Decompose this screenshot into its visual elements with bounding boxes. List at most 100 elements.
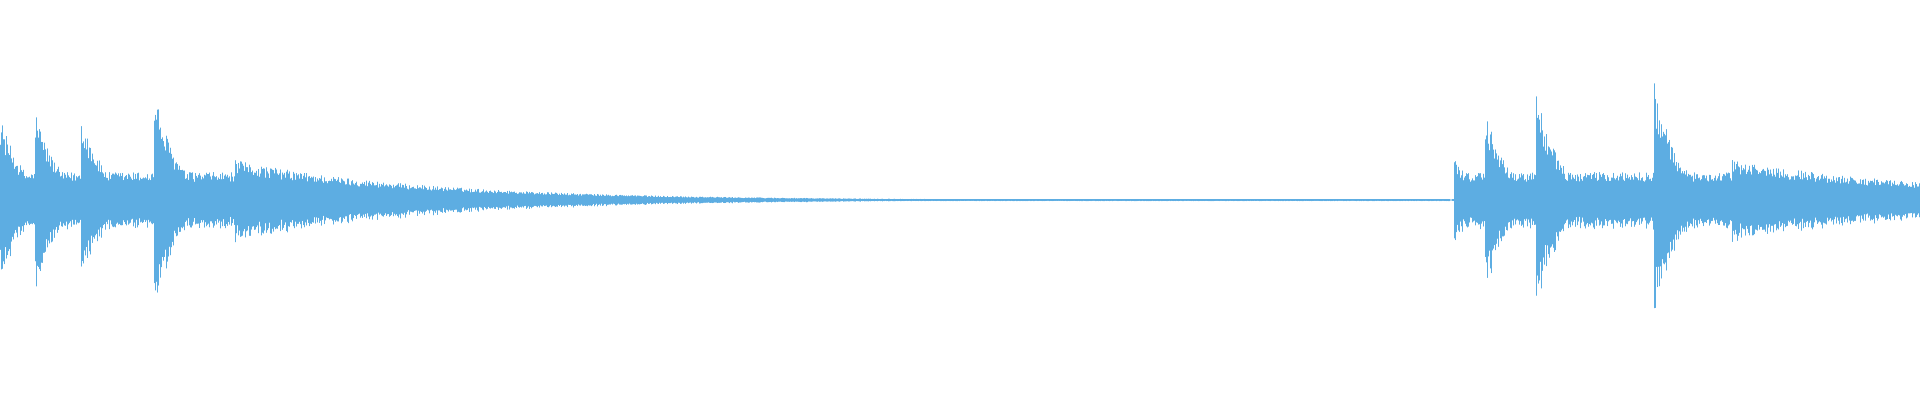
waveform-sample — [1139, 199, 1140, 201]
waveform-sample — [1366, 199, 1367, 202]
waveform-sample — [1434, 199, 1435, 201]
waveform-sample — [205, 175, 206, 223]
waveform-sample — [335, 179, 336, 222]
waveform-sample — [527, 191, 528, 208]
waveform-sample — [506, 192, 507, 207]
waveform-sample — [801, 198, 802, 203]
waveform-sample — [1410, 199, 1411, 201]
waveform-sample — [1887, 180, 1888, 220]
waveform-sample — [1584, 175, 1585, 227]
waveform-sample — [1855, 180, 1856, 221]
waveform-sample — [1011, 199, 1012, 201]
waveform-sample — [834, 198, 835, 202]
waveform-sample — [311, 176, 312, 224]
waveform-sample — [1514, 180, 1515, 219]
waveform-sample — [51, 156, 52, 243]
waveform-sample — [745, 197, 746, 203]
waveform-sample — [376, 185, 377, 214]
waveform-sample — [670, 196, 671, 204]
waveform-sample — [1473, 180, 1474, 222]
waveform-sample — [1650, 178, 1651, 221]
waveform-sample — [284, 172, 285, 225]
waveform-sample — [860, 198, 861, 202]
waveform-sample — [68, 175, 69, 225]
waveform-sample — [577, 194, 578, 207]
waveform-sample — [161, 138, 162, 268]
waveform-sample — [1128, 199, 1129, 202]
waveform-sample — [446, 189, 447, 210]
waveform-sample — [1148, 199, 1149, 202]
waveform-sample — [1471, 180, 1472, 218]
waveform-sample — [509, 190, 510, 210]
waveform-sample — [1164, 199, 1165, 202]
waveform-sample — [1050, 199, 1051, 201]
waveform-sample — [1320, 199, 1321, 202]
waveform-sample — [1439, 199, 1440, 202]
waveform-sample — [1202, 199, 1203, 202]
waveform-sample — [1685, 174, 1686, 227]
waveform-sample — [1619, 176, 1620, 223]
waveform-sample — [250, 167, 251, 236]
waveform-sample — [12, 162, 13, 237]
waveform-sample — [560, 194, 561, 205]
waveform-sample — [1357, 199, 1358, 201]
waveform-sample — [756, 197, 757, 203]
waveform-sample — [842, 198, 843, 202]
waveform-sample — [410, 188, 411, 212]
waveform-sample — [1733, 171, 1734, 231]
waveform-sample — [849, 198, 850, 202]
waveform-sample — [1064, 199, 1065, 202]
waveform-sample — [1255, 199, 1256, 202]
waveform-sample — [116, 173, 117, 224]
waveform-sample — [90, 147, 91, 255]
waveform-sample — [1107, 199, 1108, 201]
waveform-sample — [715, 197, 716, 203]
waveform-sample — [1875, 185, 1876, 216]
waveform-sample — [1218, 199, 1219, 201]
waveform-sample — [1548, 146, 1549, 255]
waveform-sample — [927, 199, 928, 202]
waveform-sample — [1071, 199, 1072, 202]
waveform-sample — [724, 196, 725, 204]
waveform-sample — [1842, 175, 1843, 226]
waveform-sample — [53, 171, 54, 230]
waveform-sample — [1222, 199, 1223, 201]
waveform-sample — [1751, 174, 1752, 226]
waveform-sample — [1767, 167, 1768, 234]
waveform-sample — [964, 199, 965, 201]
waveform-sample — [26, 176, 27, 226]
waveform-sample — [956, 199, 957, 202]
waveform-sample — [1296, 199, 1297, 202]
waveform-sample — [1299, 199, 1300, 202]
waveform-sample — [753, 197, 754, 203]
waveform-sample — [995, 199, 996, 202]
waveform-sample — [394, 187, 395, 214]
waveform-sample — [1712, 179, 1713, 221]
waveform-sample — [1315, 199, 1316, 201]
waveform-sample — [1120, 199, 1121, 201]
waveform-sample — [353, 183, 354, 219]
waveform-sample — [1256, 199, 1257, 201]
waveform-sample — [916, 198, 917, 202]
waveform-sample — [1149, 199, 1150, 202]
waveform-sample — [1021, 199, 1022, 201]
waveform-sample — [291, 177, 292, 223]
waveform-sample — [1871, 180, 1872, 220]
waveform-sample — [1551, 151, 1552, 247]
waveform-sample — [1643, 180, 1644, 218]
waveform-sample — [361, 183, 362, 217]
waveform-sample — [985, 199, 986, 201]
waveform-sample — [1804, 177, 1805, 223]
waveform-sample — [1474, 180, 1475, 221]
waveform-sample — [728, 197, 729, 203]
waveform-sample — [1138, 199, 1139, 201]
waveform-sample — [81, 126, 82, 267]
waveform-sample — [1086, 199, 1087, 202]
waveform-sample — [126, 175, 127, 226]
waveform-sample — [1828, 178, 1829, 222]
waveform-sample — [268, 173, 269, 229]
waveform-sample — [1664, 133, 1665, 265]
waveform-sample — [865, 198, 866, 202]
